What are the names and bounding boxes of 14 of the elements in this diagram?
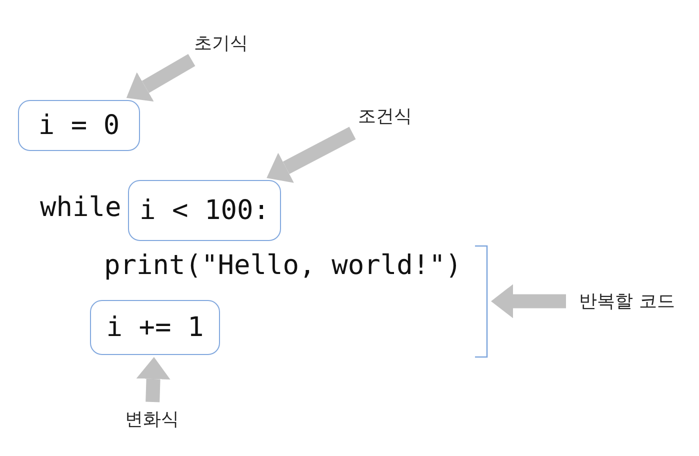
bracket bbox=[474, 245, 489, 358]
annotation-text: 조건식 bbox=[352, 101, 418, 131]
code-line: print("Hello, world!") bbox=[104, 250, 462, 281]
block-arrow bbox=[126, 54, 196, 102]
code-box: i < 100: bbox=[128, 180, 281, 241]
code-box: i = 0 bbox=[18, 100, 140, 151]
annotation-text: 변화식 bbox=[120, 404, 184, 434]
block-arrow bbox=[136, 357, 170, 402]
code-box: i += 1 bbox=[90, 300, 220, 355]
annotation-text: 초기식 bbox=[192, 28, 250, 58]
block-arrow bbox=[266, 126, 356, 183]
block-arrow bbox=[491, 284, 566, 318]
annotation-text: 반복할 코드 bbox=[568, 286, 686, 316]
code-line: while bbox=[40, 192, 122, 223]
